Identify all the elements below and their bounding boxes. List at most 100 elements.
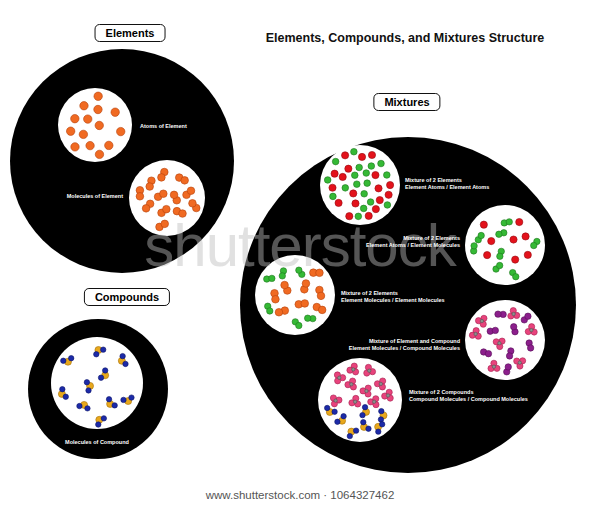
atom: [379, 408, 384, 413]
molecule: [146, 177, 155, 190]
molecule: [136, 186, 144, 200]
atom: [368, 151, 375, 158]
atom: [375, 185, 382, 192]
molecule: [271, 289, 280, 303]
atom: [324, 405, 329, 410]
atom: [60, 386, 65, 391]
molecule: [384, 202, 391, 209]
molecule: [170, 191, 180, 204]
molecule: [304, 315, 316, 322]
atom: [488, 237, 495, 244]
atom: [341, 414, 346, 419]
molecule: [360, 405, 370, 418]
molecule: [363, 170, 370, 177]
molecule: [295, 300, 309, 308]
atom: [94, 92, 102, 100]
molecule: [98, 368, 108, 381]
atom: [84, 380, 89, 385]
molecule: [361, 419, 372, 431]
molecule: [342, 152, 349, 159]
atom: [527, 345, 533, 351]
atom: [351, 148, 358, 155]
atom: [329, 184, 336, 191]
molecule: [281, 281, 291, 294]
atom: [505, 364, 511, 370]
molecule: [484, 251, 491, 258]
atom: [335, 199, 342, 206]
molecule: [497, 248, 505, 259]
atom: [492, 327, 498, 333]
molecule: [351, 148, 358, 155]
atom: [66, 127, 74, 135]
atom: [112, 403, 117, 408]
molecule: [118, 353, 128, 366]
atom: [516, 218, 523, 225]
atom: [105, 141, 113, 149]
atom: [120, 353, 125, 358]
molecule: [79, 130, 87, 138]
sample-label: Molecules of Element: [67, 193, 123, 200]
atom: [79, 130, 87, 138]
atom: [492, 365, 495, 368]
atom: [95, 150, 103, 158]
title: Elements, Compounds, and Mixtures Struct…: [266, 31, 545, 45]
molecule: [94, 92, 102, 100]
atom: [324, 177, 331, 184]
atom: [142, 205, 150, 213]
label-title: Molecules of Compound: [65, 439, 129, 446]
label-detail: Element Molecules / Compound Molecules: [349, 345, 460, 352]
atom: [101, 347, 106, 352]
molecule: [374, 378, 385, 390]
atom: [129, 395, 134, 400]
atom: [345, 165, 352, 172]
molecule: [80, 102, 88, 110]
atom: [63, 394, 68, 399]
molecule: [511, 324, 519, 335]
label-title: Mixture of 2 Elements: [366, 235, 460, 242]
molecule: [531, 238, 541, 248]
molecule: [86, 141, 94, 149]
molecule: [71, 143, 79, 151]
molecule: [372, 171, 379, 178]
molecule: [488, 237, 495, 244]
atom: [98, 375, 103, 380]
particle-drawing: [465, 300, 545, 380]
atom: [304, 315, 310, 321]
atom: [330, 193, 337, 200]
molecule: [71, 114, 79, 122]
atom: [356, 164, 363, 171]
molecule: [105, 141, 113, 149]
molecule: [375, 422, 385, 435]
label-detail: Element Atoms / Element Atoms: [405, 184, 489, 191]
atom: [123, 361, 128, 366]
molecule: [506, 348, 514, 359]
molecule: [368, 396, 379, 408]
heading-box: Mixtures: [373, 93, 440, 111]
label-title: Mixture of 2 Compounds: [409, 389, 528, 396]
atom: [334, 399, 337, 402]
atom: [77, 403, 82, 408]
molecule: [382, 389, 394, 401]
molecule: [96, 416, 107, 428]
molecule: [480, 221, 487, 228]
molecule: [77, 401, 90, 411]
atom: [506, 219, 512, 225]
label-title: Mixture of Element and Compound: [349, 338, 460, 345]
atom: [524, 251, 531, 258]
atom: [354, 181, 361, 188]
sample-label: Molecules of Compound: [65, 439, 129, 446]
molecule: [504, 364, 512, 375]
atom: [267, 308, 273, 314]
molecule: [510, 236, 517, 243]
molecule: [334, 372, 345, 384]
atom: [351, 172, 358, 179]
sample-circle: Molecules of Compound: [51, 337, 143, 429]
molecule: [324, 177, 331, 184]
sample-circle: Mixture of 2 CompoundsCompound Molecules…: [318, 358, 402, 442]
molecule: [493, 262, 503, 272]
molecule: [522, 233, 529, 240]
atom: [96, 422, 101, 427]
atom: [510, 236, 517, 243]
sample-label: Mixture of 2 CompoundsCompound Molecules…: [409, 389, 528, 403]
atom: [335, 419, 340, 424]
